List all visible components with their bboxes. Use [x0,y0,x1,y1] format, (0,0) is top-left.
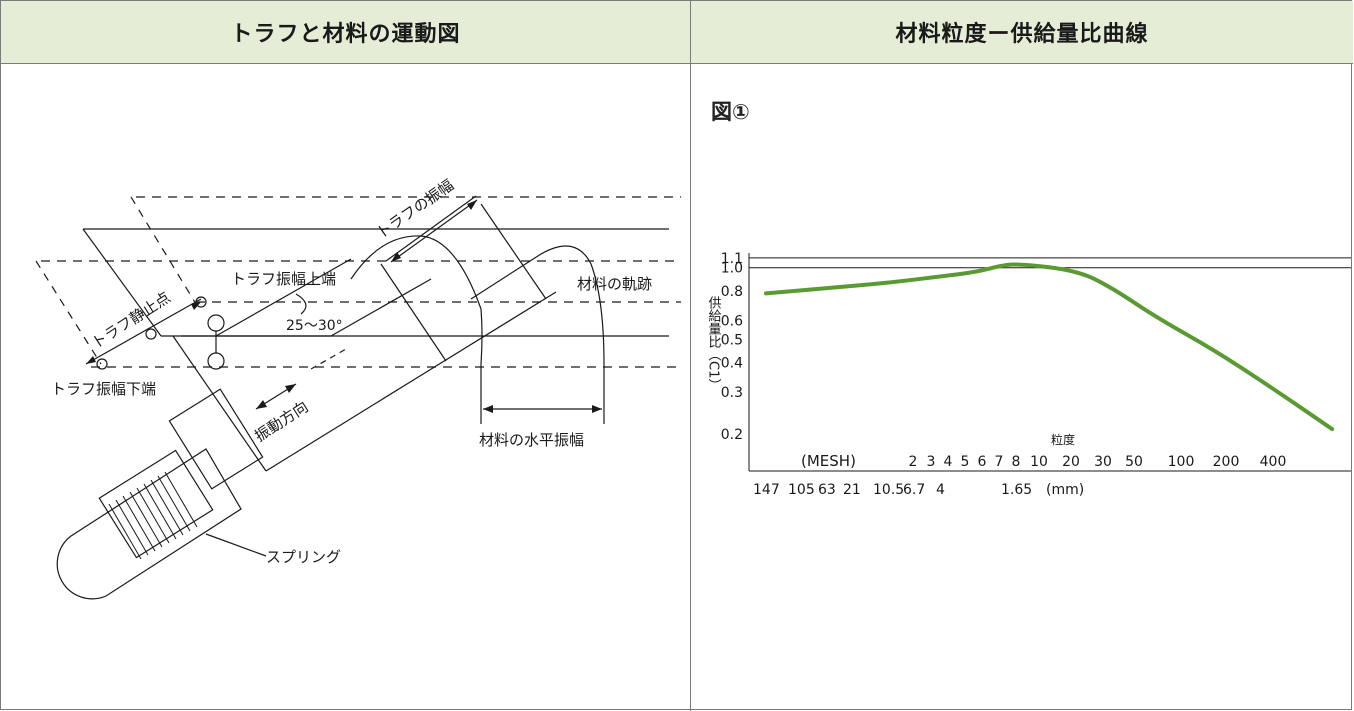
trajectory-1 [350,235,483,365]
trough-motion-panel: トラフと材料の運動図 [1,1,691,711]
rest-circle-top [195,296,207,308]
x-mesh-tick: 100 [1168,454,1195,470]
label-spring: スプリング [266,548,341,566]
x-mm-tick: 105 [788,482,815,498]
x-mm-tick: 4 [936,482,945,498]
x-mm-tick: 10.5 [873,482,904,498]
x-mesh-tick: 2 [909,454,918,470]
x-mm-tick: 6.7 [903,482,925,498]
x-mesh-tick: 8 [1012,454,1021,470]
trajectory-2 [330,278,432,337]
x-mesh-tick: 7 [995,454,1004,470]
y-tick-label: 1.0 [721,261,743,277]
x-mesh-tick: 200 [1213,454,1240,470]
spring-box [98,449,214,559]
amp-box-right [480,203,547,300]
amp-box-top [385,195,477,262]
left-panel-title: トラフと材料の運動図 [1,1,690,64]
rest-arrowhead-top [191,302,201,310]
label-horizontal-amplitude: 材料の水平振幅 [479,431,584,449]
dash-slant-2 [130,196,197,305]
motor-bracket [168,388,264,490]
label-trough-amp-top: トラフ振幅上端 [231,270,336,288]
label-trough-amplitude: トラフの振幅 [373,176,457,242]
label-trough-amp-bottom: トラフ振幅下端 [51,380,156,398]
amp-arrowhead-2 [391,252,401,262]
y-tick-label: 0.4 [721,355,743,371]
y-tick-label: 0.3 [721,385,743,401]
spring-coils [108,471,198,560]
trajectory-dash [310,348,347,370]
y-tick-label: 0.2 [721,427,743,443]
h-amp-arrowhead-l [483,405,493,413]
y-tick-label: 0.8 [721,284,743,300]
rest-circle-mid [145,328,157,340]
right-panel-title: 材料粒度ー供給量比曲線 [691,1,1353,64]
y-tick-label: 1.1 [721,251,743,267]
trough-body-upper [172,335,267,472]
x-mesh-tick: 6 [978,454,987,470]
x-mesh-tick: 5 [961,454,970,470]
motor-body [56,448,242,600]
trajectory-3 [470,245,605,365]
x-mesh-label: (MESH) [801,452,856,470]
vib-arrowhead-2 [285,384,296,393]
x-mm-tick: (mm) [1046,482,1084,498]
y-tick-label: 0.5 [721,332,743,348]
rest-arrow-line [85,298,202,365]
dash-slant-1 [35,260,102,365]
trough-body-lower [265,291,557,472]
amp-arrowhead-1 [467,200,477,210]
x-mesh-tick: 3 [927,454,936,470]
rest-circle-bottom [96,358,108,370]
x-mm-tick: 63 [818,482,836,498]
series-curve [764,262,1335,432]
rest-arrowhead-bottom [86,356,96,364]
pivot-top [207,314,225,332]
label-angle: 25〜30° [286,318,343,334]
x-mm-tick: 147 [753,482,780,498]
x-mesh-tick: 30 [1094,454,1112,470]
x-mm-tick: 1.65 [1001,482,1032,498]
x-mesh-tick: 400 [1260,454,1287,470]
spring-leader [205,533,267,557]
pivot-bottom [207,352,225,370]
x-axis-label: 粒度 [1051,432,1075,447]
angle-arc [295,293,307,315]
angle-line [215,258,352,337]
x-mesh-tick: 20 [1062,454,1080,470]
y-axis-label: 供給量比（C1） [706,296,722,391]
figure-label: 図① [711,100,750,124]
y-tick-label: 0.6 [721,314,743,330]
vib-arrowhead-1 [256,400,267,409]
x-mesh-tick: 50 [1125,454,1143,470]
h-amp-arrowhead-r [592,405,602,413]
label-material-trajectory: 材料の軌跡 [577,275,652,293]
x-mm-tick: 21 [843,482,861,498]
amp-box-left [380,263,447,362]
trough-left-edge [82,228,162,337]
amp-arrow [390,199,478,263]
label-trough-rest-point: トラフ静止点 [88,288,173,352]
x-mesh-tick: 4 [944,454,953,470]
trough-motion-diagram: トラフの振幅 トラフ振幅上端 材料の軌跡 トラフ静止点 25〜30° トラフ振幅… [35,176,681,600]
x-mesh-tick: 10 [1030,454,1048,470]
